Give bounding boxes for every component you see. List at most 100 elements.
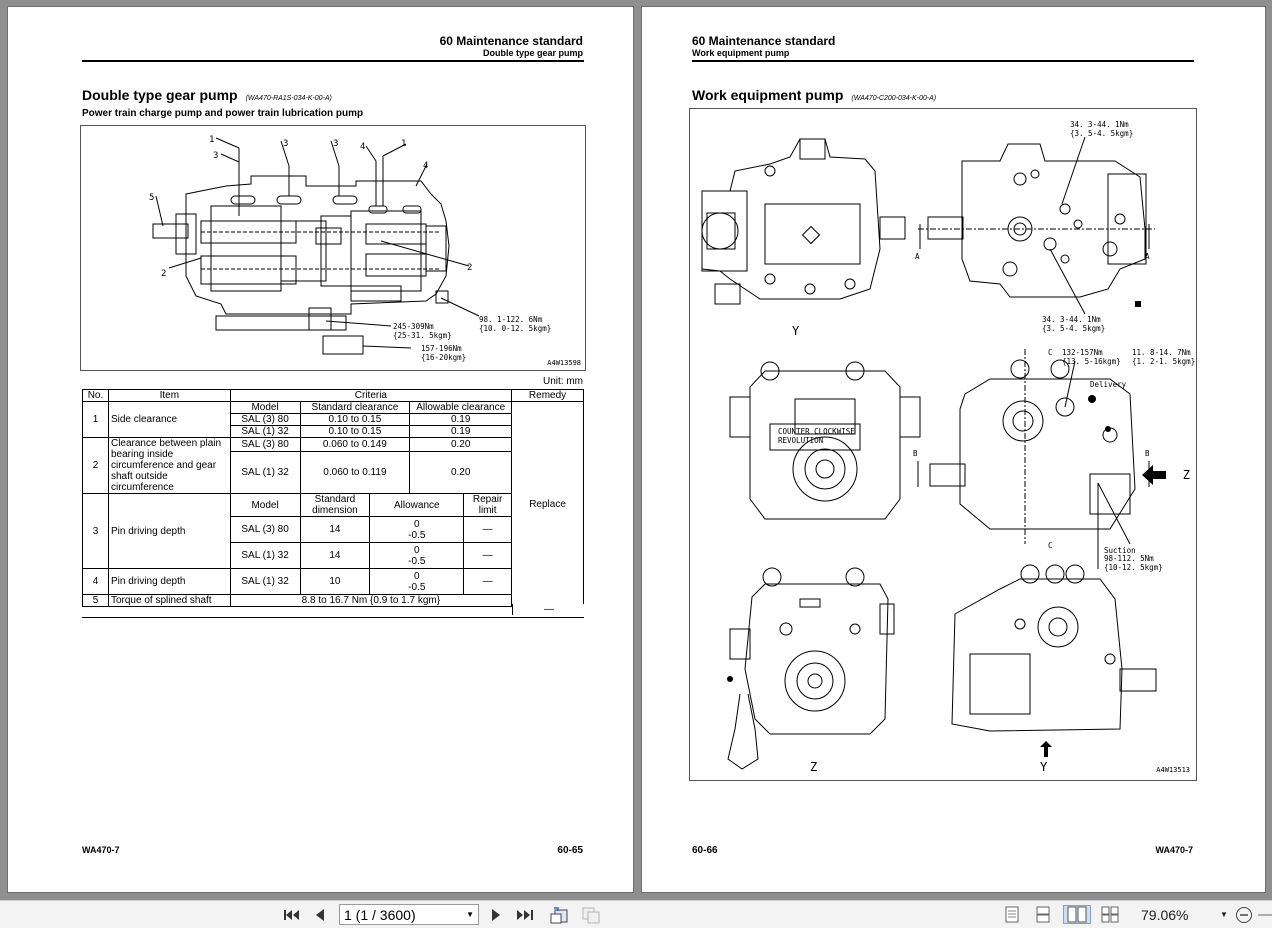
tq5b: {10-12. 5kgm} xyxy=(1104,563,1163,572)
remedy-replace: Replace xyxy=(511,401,584,607)
first-page-icon xyxy=(284,909,299,920)
zoom-dropdown-button[interactable]: ▼ xyxy=(1218,905,1230,924)
rotate-button[interactable] xyxy=(548,905,570,924)
right-page: 60 Maintenance standard Work equipment p… xyxy=(641,6,1266,893)
label-rotation-2: REVOLUTION xyxy=(778,436,823,445)
label-a-right: A xyxy=(1145,252,1150,261)
r1a-std: 0.10 to 0.15 xyxy=(299,413,411,426)
section-subtitle: Power train charge pump and power train … xyxy=(82,108,364,119)
page-number-select[interactable]: 1 (1 / 3600) ▼ xyxy=(339,904,479,925)
tq3a: 132-157Nm xyxy=(1062,348,1103,357)
r2b-allow: 0.20 xyxy=(409,451,513,494)
last-page-icon xyxy=(517,909,533,920)
r5-item: Torque of splined shaft xyxy=(107,594,231,607)
th-allow-clearance: Allowable clearance xyxy=(409,401,513,414)
tq4b: {1. 2-1. 5kgm} xyxy=(1132,357,1195,366)
label-rotation-1: COUNTER CLOCKWISE xyxy=(778,427,855,436)
first-page-button[interactable] xyxy=(280,905,302,924)
r2a-std: 0.060 to 0.149 xyxy=(299,437,411,452)
callout-3b: 3 xyxy=(283,139,288,149)
last-page-button[interactable] xyxy=(514,905,536,924)
callout-4b: 4 xyxy=(423,161,428,171)
view-label-z-arrow: Z xyxy=(1183,468,1190,482)
r3b-model: SAL (1) 32 xyxy=(229,542,301,569)
r4-allow-bot: -0.5 xyxy=(408,581,426,593)
tq4a: 11. 8-14. 7Nm xyxy=(1132,348,1191,357)
header-subtitle: Work equipment pump xyxy=(692,48,790,58)
r3b-allow-top: 0 xyxy=(414,544,420,556)
header-title: 60 Maintenance standard xyxy=(692,34,836,48)
th-item: Item xyxy=(107,389,231,402)
r4-allow-top: 0 xyxy=(414,570,420,582)
r5-remedy: — xyxy=(512,604,585,615)
callout-4a: 4 xyxy=(360,142,365,152)
r3a-repair: — xyxy=(463,516,513,543)
title-text: Work equipment pump xyxy=(692,87,844,103)
compare-button[interactable] xyxy=(580,905,602,924)
page-header: 60 Maintenance standard Double type gear… xyxy=(440,34,583,58)
torque-157: 157-196Nm xyxy=(421,344,462,353)
r4-item: Pin driving depth xyxy=(107,568,231,595)
r4-repair: — xyxy=(463,568,513,595)
r2a-allow: 0.20 xyxy=(409,437,513,452)
th-std-clearance: Standard clearance xyxy=(299,401,411,414)
criteria-table: No. Item Criteria Remedy 1 Side clearanc… xyxy=(82,389,584,607)
r2-item: Clearance between plain bearing inside c… xyxy=(107,437,231,494)
left-page: 60 Maintenance standard Double type gear… xyxy=(7,6,634,893)
table-bottom-rule xyxy=(82,617,584,618)
footer-model: WA470-7 xyxy=(1155,845,1193,855)
footer-model: WA470-7 xyxy=(82,845,120,855)
r2b-model: SAL (1) 32 xyxy=(229,451,301,494)
viewer-toolbar: 1 (1 / 3600) ▼ 79.06% ▼ xyxy=(0,900,1272,928)
title-code: (WA470-RA1S-034-K-00-A) xyxy=(245,95,332,102)
two-page-view-button[interactable] xyxy=(1063,905,1091,924)
work-pump-figure: 34. 3-44. 1Nm {3. 5-4. 5kgm} 34. 3-44. 1… xyxy=(689,108,1197,781)
prev-page-button[interactable] xyxy=(310,905,330,924)
chevron-down-icon: ▼ xyxy=(1220,910,1228,919)
zoom-level[interactable]: 79.06% xyxy=(1141,907,1189,923)
th-model: Model xyxy=(229,401,301,414)
tq2b: {3. 5-4. 5kgm} xyxy=(1042,324,1105,333)
page-number-value: 1 (1 / 3600) xyxy=(344,906,416,923)
r2-no: 2 xyxy=(82,437,109,494)
continuous-page-icon xyxy=(1036,906,1050,923)
th-remedy: Remedy xyxy=(511,389,584,402)
tq1b: {3. 5-4. 5kgm} xyxy=(1070,129,1133,138)
two-page-icon xyxy=(1067,906,1087,923)
page-rotate-icon xyxy=(550,906,568,923)
callout-2b: 2 xyxy=(467,263,472,273)
r3b-std: 14 xyxy=(299,542,371,569)
page-compare-icon xyxy=(582,907,600,923)
callout-3a: 3 xyxy=(213,151,218,161)
r4-allow: 0-0.5 xyxy=(369,568,465,595)
label-b-left: B xyxy=(913,449,918,458)
tq3b: {13. 5-16kgm} xyxy=(1062,357,1121,366)
view-label-z-bottom: Z xyxy=(810,760,817,774)
zoom-slider[interactable] xyxy=(1258,905,1272,924)
two-page-continuous-button[interactable] xyxy=(1099,905,1121,924)
tq5a: 98-112. 5Nm xyxy=(1104,554,1154,563)
work-pump-drawing: 34. 3-44. 1Nm {3. 5-4. 5kgm} 34. 3-44. 1… xyxy=(701,120,1195,774)
footer-page: 60-66 xyxy=(692,845,718,856)
label-delivery: Delivery xyxy=(1090,380,1127,389)
section-title: Double type gear pump (WA470-RA1S-034-K-0… xyxy=(82,87,332,103)
th2-std-dim: Standard dimension xyxy=(299,493,371,517)
r1b-std: 0.10 to 0.15 xyxy=(299,425,411,438)
title-text: Double type gear pump xyxy=(82,87,238,103)
prev-page-icon xyxy=(316,908,324,921)
zoom-out-icon xyxy=(1236,906,1252,923)
zoom-out-button[interactable] xyxy=(1234,905,1254,924)
torque-245: 245-309Nm xyxy=(393,322,434,331)
continuous-view-button[interactable] xyxy=(1033,905,1053,924)
single-page-view-button[interactable] xyxy=(1002,905,1022,924)
label-a-left: A xyxy=(915,252,920,261)
next-page-button[interactable] xyxy=(486,905,506,924)
th-criteria: Criteria xyxy=(229,389,513,402)
callout-1a: 1 xyxy=(209,135,214,145)
th-no: No. xyxy=(82,389,109,402)
r1b-allow: 0.19 xyxy=(409,425,513,438)
r1a-allow: 0.19 xyxy=(409,413,513,426)
r1-no: 1 xyxy=(82,401,109,438)
callout-3c: 3 xyxy=(333,139,338,149)
r1b-model: SAL (1) 32 xyxy=(229,425,301,438)
